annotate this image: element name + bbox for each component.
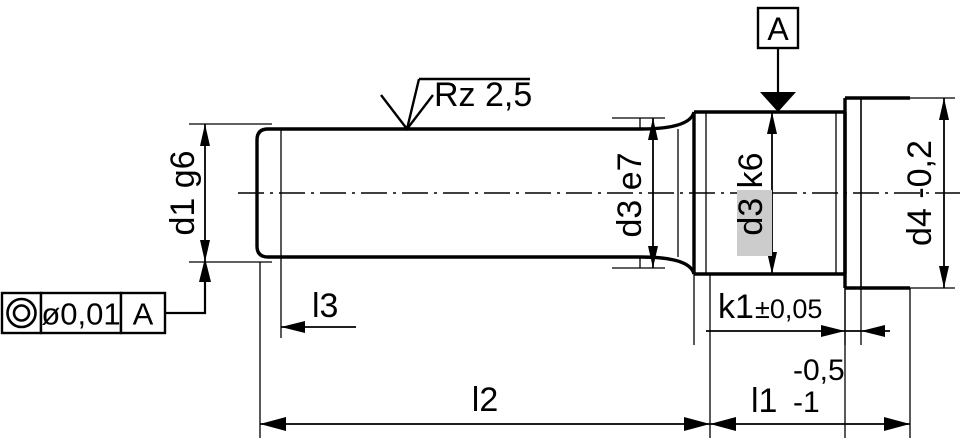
dimension-label-k1: k1 <box>718 288 754 326</box>
dimension-label-d3-e7: d3 e7 <box>611 152 649 237</box>
dimension-label-d3-k6: d3 k6 <box>732 152 770 235</box>
fcf-datum-label: A <box>133 297 154 332</box>
dimension-label-d4: d4 -0,2 <box>901 140 939 246</box>
dimension-d1 <box>200 124 210 262</box>
dimension-d4 <box>939 98 949 288</box>
dimension-label-l2: l2 <box>472 381 498 419</box>
dimension-tolerance-k1: ±0,05 <box>755 294 822 324</box>
fcf-tolerance-label: ø0,01 <box>41 297 120 332</box>
dimension-label-l1: l1 <box>751 382 777 420</box>
dimension-d3-e7 <box>648 118 658 268</box>
extension-lines <box>189 97 955 438</box>
d3-k6-highlight <box>737 190 772 256</box>
surface-roughness-symbol <box>380 77 530 131</box>
dimension-label-l3: l3 <box>312 287 338 325</box>
dimension-l3 <box>281 321 356 333</box>
dimension-tolerance-l1-lower: -1 <box>793 386 820 419</box>
concentricity-icon <box>6 297 37 329</box>
datum-a-marker <box>756 6 800 112</box>
dimension-k1 <box>706 325 890 337</box>
dimension-l2 <box>260 417 710 431</box>
dimension-l1 <box>710 417 910 431</box>
datum-a-label: A <box>767 11 789 47</box>
feature-control-frame <box>0 258 211 335</box>
dimension-label-d1: d1 g6 <box>164 150 202 235</box>
k6-inner-edge-line <box>705 112 837 274</box>
surface-roughness-label: Rz 2,5 <box>434 76 532 114</box>
dimension-tolerance-l1-upper: -0,5 <box>793 354 845 387</box>
